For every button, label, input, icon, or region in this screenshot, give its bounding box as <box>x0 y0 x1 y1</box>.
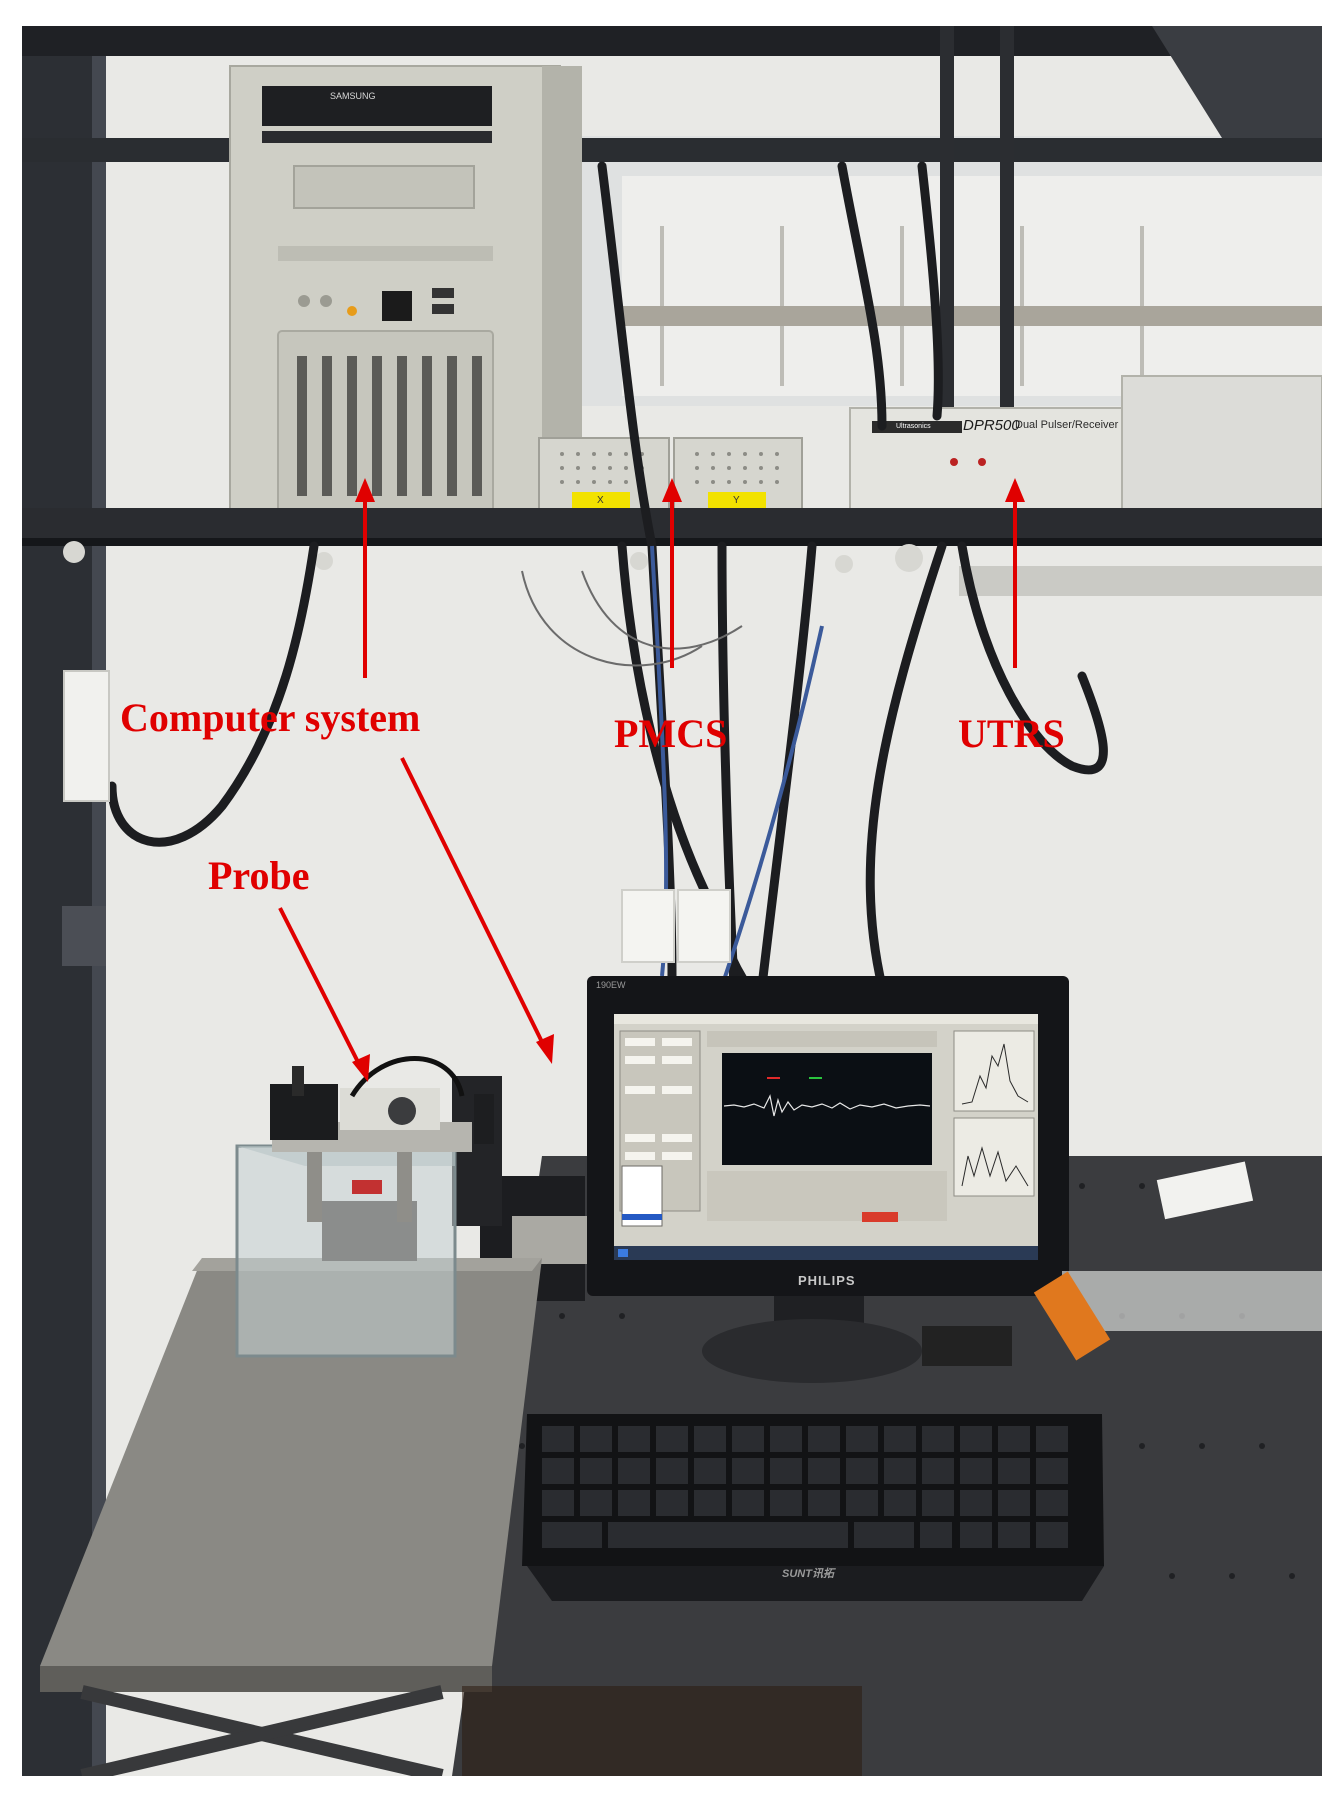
monitor-model-text: 190EW <box>596 980 626 990</box>
probe-label: Probe <box>208 853 310 898</box>
lab-photo: SAMSUNG DPR500 Dual Pulser/Receiver Ultr… <box>22 26 1322 1776</box>
lab-scene-drawing <box>22 26 1322 1776</box>
receiver-model-text: DPR500 <box>963 417 1020 434</box>
drive-brand-text: SAMSUNG <box>330 91 376 101</box>
axis-y-label: Y <box>733 495 740 506</box>
receiver-brand-text: Ultrasonics <box>896 423 931 430</box>
axis-x-label: X <box>597 495 604 506</box>
utrs-label: UTRS <box>958 711 1065 756</box>
pmcs-label: PMCS <box>614 711 728 756</box>
receiver-desc-text: Dual Pulser/Receiver <box>1015 419 1119 431</box>
monitor-brand-text: PHILIPS <box>798 1273 856 1288</box>
keyboard-brand-text: SUNT讯拓 <box>782 1568 834 1580</box>
computer-system-label: Computer system <box>120 695 421 740</box>
